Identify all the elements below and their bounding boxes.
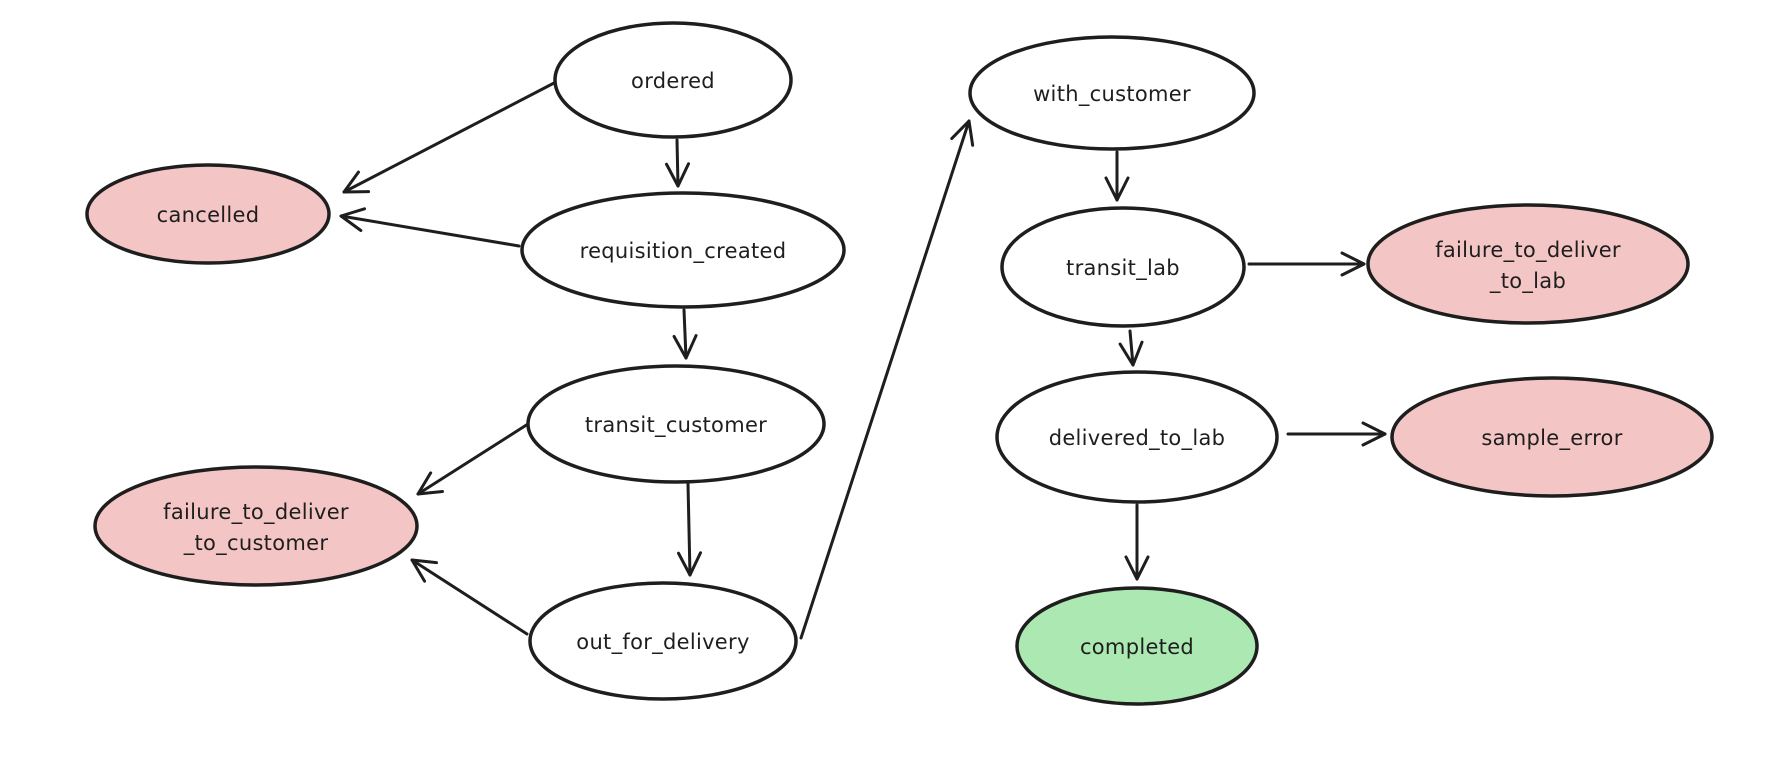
node-failure-to-deliver-to-customer-shape — [93, 465, 419, 587]
node-failure-to-deliver-to-customer: failure_to_deliver _to_customer — [93, 465, 419, 587]
node-failure-to-deliver-to-lab-shape — [1366, 203, 1690, 325]
node-out-for-delivery-label: out_for_delivery — [576, 630, 749, 655]
node-sample-error-label: sample_error — [1481, 426, 1622, 451]
node-completed-label: completed — [1080, 635, 1194, 659]
node-requisition-created: requisition_created — [520, 191, 846, 309]
edge-ordered-to-cancelled — [342, 80, 558, 194]
node-failure-to-deliver-to-lab-label-line2: _to_lab — [1489, 269, 1566, 294]
node-sample-error-shape — [1390, 376, 1714, 498]
edge-requisition-created-to-transit-customer — [672, 308, 698, 360]
node-failure-to-deliver-to-lab: failure_to_deliver _to_lab — [1366, 203, 1690, 325]
edge-out-for-delivery-to-failure-to-deliver-to-customer — [410, 558, 529, 636]
node-transit-lab-shape — [1000, 206, 1246, 328]
node-requisition-created-shape — [520, 191, 846, 309]
edge-out-for-delivery-to-with-customer — [799, 119, 975, 640]
node-delivered-to-lab: delivered_to_lab — [995, 370, 1279, 504]
node-transit-lab: transit_lab — [1000, 206, 1246, 328]
node-out-for-delivery: out_for_delivery — [528, 581, 798, 701]
node-transit-customer-label: transit_customer — [585, 413, 767, 438]
node-transit-lab-label: transit_lab — [1066, 256, 1180, 281]
node-with-customer: with_customer — [968, 35, 1256, 151]
edge-ordered-to-requisition-created — [665, 138, 691, 188]
node-requisition-created-label: requisition_created — [580, 239, 787, 264]
node-cancelled: cancelled — [85, 163, 331, 265]
node-delivered-to-lab-shape — [995, 370, 1279, 504]
node-ordered-shape — [553, 21, 793, 139]
node-with-customer-shape — [968, 35, 1256, 151]
node-failure-to-deliver-to-lab-label-line1: failure_to_deliver — [1435, 238, 1621, 263]
node-transit-customer-shape — [526, 364, 826, 484]
node-transit-customer: transit_customer — [526, 364, 826, 484]
edge-requisition-created-to-cancelled — [339, 207, 521, 248]
node-cancelled-shape — [85, 163, 331, 265]
node-completed: completed — [1015, 586, 1259, 706]
node-cancelled-label: cancelled — [157, 203, 260, 227]
edge-transit-lab-to-delivered-to-lab — [1118, 329, 1144, 367]
edge-transit-customer-to-failure-to-deliver-to-customer — [416, 422, 530, 496]
node-ordered-label: ordered — [631, 69, 715, 93]
edge-transit-customer-to-out-for-delivery — [677, 482, 703, 577]
node-with-customer-label: with_customer — [1033, 82, 1191, 107]
node-failure-to-deliver-to-customer-label-line1: failure_to_deliver — [163, 500, 349, 525]
node-failure-to-deliver-to-customer-label-line2: _to_customer — [183, 531, 329, 556]
node-completed-shape — [1015, 586, 1259, 706]
node-out-for-delivery-shape — [528, 581, 798, 701]
node-delivered-to-lab-label: delivered_to_lab — [1049, 426, 1226, 451]
node-ordered: ordered — [553, 21, 793, 139]
node-sample-error: sample_error — [1390, 376, 1714, 498]
